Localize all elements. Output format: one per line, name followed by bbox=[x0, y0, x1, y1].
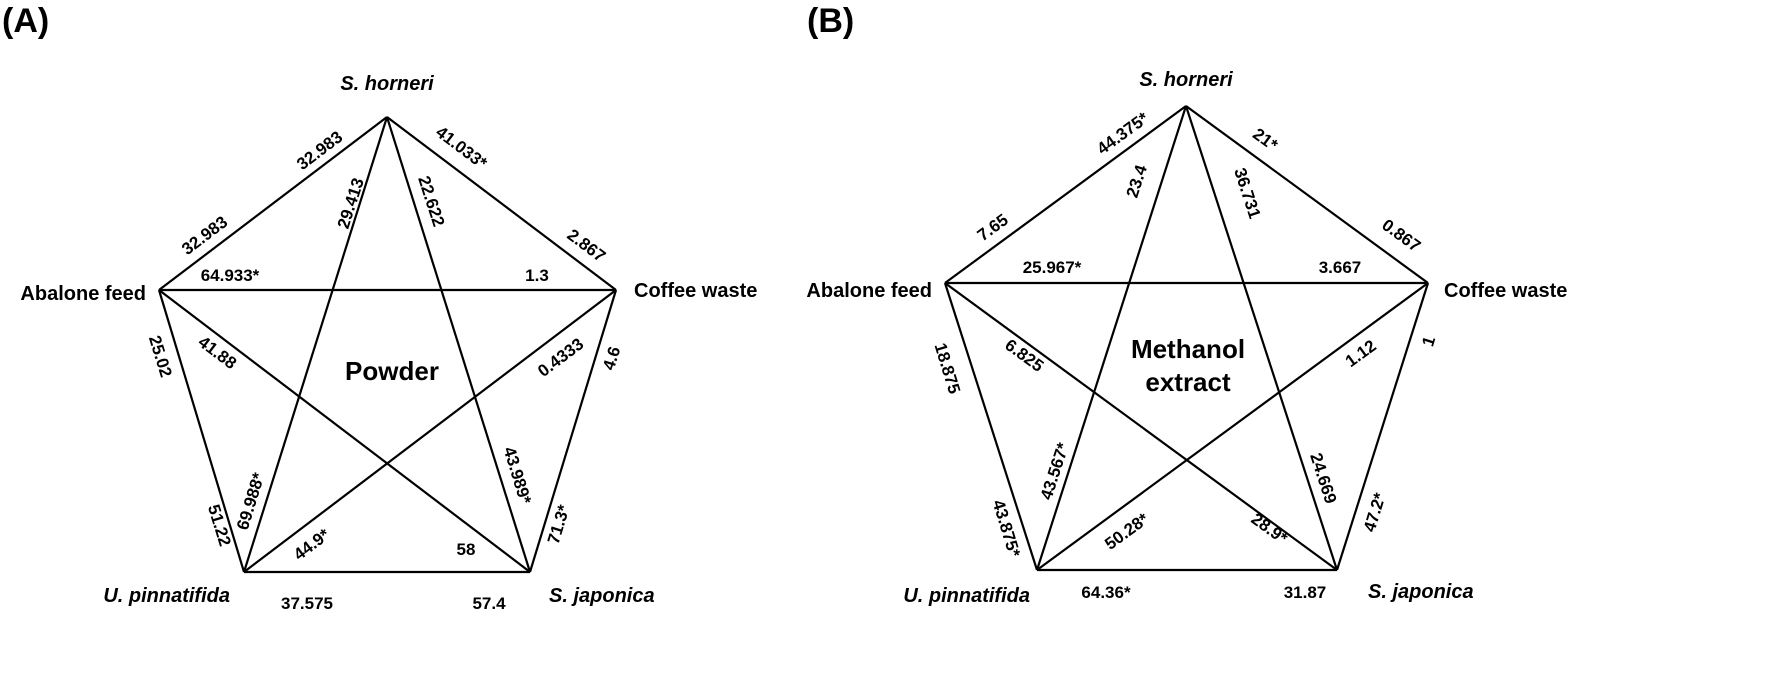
panel-b-edge-left-bottomright bbox=[944, 282, 1338, 571]
panel-a-node-right: Coffee waste bbox=[634, 280, 757, 302]
panel-b-edge-left-bottomleft bbox=[943, 282, 1039, 571]
panel-b: (B) S. horneri Abalone feed Coffee waste… bbox=[806, 2, 1567, 607]
panel-b-edge-top-bottomright bbox=[1184, 105, 1339, 571]
panel-b-center-label-line1: Methanol bbox=[1131, 334, 1245, 364]
panel-b-node-left: Abalone feed bbox=[806, 280, 932, 302]
panel-a-edge-top-bottomright bbox=[385, 116, 532, 573]
panel-a-value-bottomleft-top-near-bottom: 69.988* bbox=[233, 470, 268, 532]
panel-a-edge-left-bottomright bbox=[158, 289, 531, 573]
panel-b-value-left-bottomright-near-bottom: 28.9* bbox=[1248, 509, 1292, 548]
panel-b-value-top-bottomright: 36.731 bbox=[1230, 166, 1264, 221]
panel-b-value-top-bottomleft: 23.4 bbox=[1123, 162, 1151, 200]
panel-b-edge-top-bottomleft bbox=[1035, 105, 1188, 571]
panel-a-value-right-bottomright-near-right: 4.6 bbox=[599, 344, 624, 372]
panel-a-value-left-bottomright-near-bottom: 58 bbox=[457, 540, 476, 559]
panel-b-center-label-line2: extract bbox=[1145, 367, 1231, 397]
panel-b-node-top: S. horneri bbox=[1139, 69, 1233, 91]
panel-a-node-left: Abalone feed bbox=[20, 283, 146, 305]
panel-a: (A) S. horneri Abalone feed Coffee waste… bbox=[2, 2, 757, 613]
panel-b-node-bottom-right: S. japonica bbox=[1368, 581, 1474, 603]
panel-b-node-bottom-left: U. pinnatifida bbox=[903, 585, 1030, 607]
panel-b-value-top-right-near-top: 21* bbox=[1249, 124, 1281, 155]
panel-a-value-bottomright-top-near-bottom: 43.989* bbox=[500, 445, 535, 507]
panel-a-value-bottom-near-right: 57.4 bbox=[472, 594, 506, 613]
panel-a-value-left-bottomleft-near-bottom: 51.22 bbox=[204, 502, 235, 548]
panel-b-value-left-bottomleft-near-bottom: 43.875* bbox=[989, 498, 1024, 560]
panel-b-edge-top-left bbox=[944, 105, 1187, 284]
panel-a-edge-left-bottomleft bbox=[157, 289, 246, 573]
panel-a-center-label-line1: Powder bbox=[345, 356, 439, 386]
panel-a-node-bottom-left: U. pinnatifida bbox=[103, 585, 230, 607]
panel-a-value-top-right-near-top: 41.033* bbox=[432, 122, 491, 173]
panel-a-value-top-left-near-left: 32.983 bbox=[178, 212, 231, 258]
panel-b-value-top-right-near-right: 0.867 bbox=[1378, 215, 1424, 255]
panel-a-edge-right-bottomleft bbox=[243, 289, 617, 573]
panel-b-value-left-right-near-left: 25.967* bbox=[1023, 258, 1082, 277]
panel-a-value-left-bottomleft-near-left: 25.02 bbox=[145, 333, 176, 379]
panel-a-edge-top-left bbox=[158, 116, 388, 291]
panel-b-value-left-right-near-right: 3.667 bbox=[1319, 258, 1362, 277]
panel-b-value-top-left-near-left: 7.65 bbox=[974, 210, 1012, 245]
panel-a-value-right-bottomleft-near-right: 0.4333 bbox=[534, 334, 587, 380]
panel-a-node-top: S. horneri bbox=[340, 73, 434, 95]
panel-b-value-bottomright-top-near-bottom: 24.669 bbox=[1306, 451, 1340, 506]
panel-a-edge-top-right bbox=[386, 116, 617, 291]
panel-a-value-bottom-near-left: 37.575 bbox=[281, 594, 333, 613]
panel-a-label: (A) bbox=[2, 2, 49, 40]
panel-b-value-bottom-near-right: 31.87 bbox=[1284, 583, 1327, 602]
panel-b-label: (B) bbox=[807, 2, 854, 40]
panel-a-edge-right-bottomright bbox=[528, 289, 618, 573]
panel-a-value-left-bottomright-near-left: 41.88 bbox=[195, 332, 240, 373]
panel-a-value-left-right-near-left: 64.933* bbox=[201, 266, 260, 285]
panel-b-node-right: Coffee waste bbox=[1444, 280, 1567, 302]
panel-b-edge-right-bottomright bbox=[1335, 282, 1430, 571]
panel-a-node-bottom-right: S. japonica bbox=[549, 585, 655, 607]
panel-a-value-left-right-near-right: 1.3 bbox=[525, 266, 549, 285]
panel-b-value-top-left-near-top: 44.375* bbox=[1093, 108, 1152, 158]
panel-b-value-left-bottomleft-near-left: 18.875 bbox=[931, 341, 964, 396]
panel-b-value-right-bottomright-near-right: 1 bbox=[1418, 334, 1439, 349]
panel-b-edge-right-bottomleft bbox=[1036, 282, 1429, 571]
panel-b-value-right-bottomright-near-bottom: 47.2* bbox=[1360, 490, 1390, 534]
panel-b-value-bottom-near-left: 64.36* bbox=[1081, 583, 1131, 602]
panel-a-value-top-bottomleft: 29.413 bbox=[334, 176, 368, 231]
panel-b-edge-top-right bbox=[1185, 105, 1429, 284]
panel-b-value-bottomleft-top-near-bottom: 43.567* bbox=[1037, 440, 1073, 502]
panel-a-value-top-right-near-right: 2.867 bbox=[564, 225, 609, 266]
panel-a-edge-top-bottomleft bbox=[242, 116, 389, 573]
